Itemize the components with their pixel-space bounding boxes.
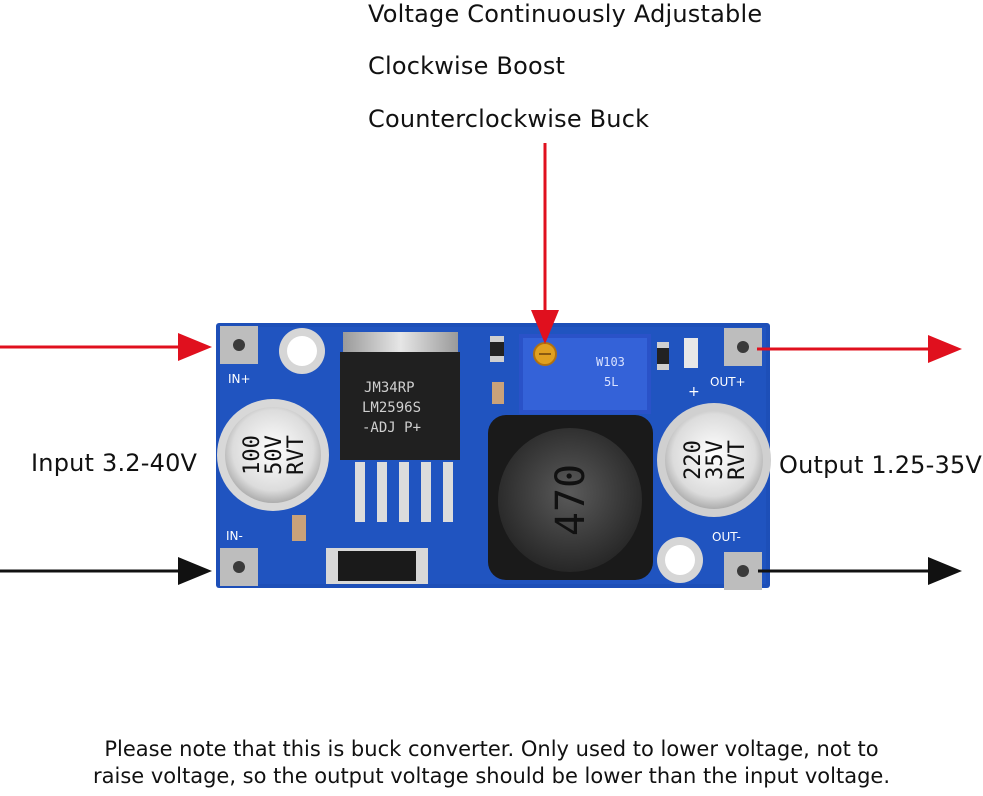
- feature-voltage-adjustable: Voltage Continuously Adjustable: [368, 0, 763, 28]
- output-cap-line-3: RVT: [725, 440, 750, 480]
- trimmer-potentiometer: W103 5L: [519, 334, 651, 414]
- smd-resistor-1: [490, 336, 504, 362]
- note-line-1: Please note that this is buck converter.…: [104, 737, 879, 761]
- buck-converter-note: Please note that this is buck converter.…: [0, 736, 983, 790]
- pad-in-minus: [220, 548, 258, 586]
- input-plus-arrow: [0, 333, 212, 361]
- inductor: 470: [488, 415, 653, 580]
- pad-in-plus: [220, 326, 258, 364]
- input-cap-line-2: 50V: [262, 435, 287, 475]
- regulator-line-3: -ADJ P+: [362, 420, 421, 436]
- smd-cap-2: [292, 515, 306, 541]
- output-minus-arrow: [758, 557, 962, 585]
- silk-out-minus: OUT-: [712, 530, 741, 544]
- silk-in-plus: IN+: [228, 372, 251, 386]
- output-cap-line-2: 35V: [703, 440, 728, 480]
- regulator-line-2: LM2596S: [362, 400, 421, 416]
- input-voltage-label: Input 3.2-40V: [31, 449, 198, 477]
- silk-out-plus: OUT+: [710, 375, 746, 389]
- adjust-pointer-arrow: [531, 143, 559, 344]
- pot-line-1: W103: [596, 355, 625, 369]
- smd-led: [684, 338, 698, 368]
- note-line-2: raise voltage, so the output voltage sho…: [93, 764, 890, 788]
- pad-out-plus: [724, 328, 762, 366]
- smd-cap-1: [492, 382, 504, 404]
- output-plus-arrow: [757, 335, 962, 363]
- feature-counterclockwise-buck: Counterclockwise Buck: [368, 105, 650, 133]
- input-capacitor: 100 50V RVT: [217, 399, 329, 511]
- input-cap-line-1: 100: [240, 435, 265, 475]
- pad-out-minus: [724, 552, 762, 590]
- inductor-label: 470: [548, 464, 594, 536]
- input-minus-arrow: [0, 557, 212, 585]
- output-capacitor: 220 35V RVT: [657, 403, 771, 517]
- regulator-chip: JM34RP LM2596S -ADJ P+: [340, 332, 460, 522]
- pcb-board: IN+ IN- OUT+ OUT- + JM34RP LM2596S -ADJ …: [216, 323, 771, 590]
- silk-plus: +: [688, 384, 700, 400]
- smd-resistor-2: [657, 342, 669, 370]
- output-voltage-label: Output 1.25-35V: [779, 451, 983, 479]
- input-cap-line-3: RVT: [284, 435, 309, 475]
- silk-in-minus: IN-: [226, 529, 243, 543]
- pot-line-2: 5L: [604, 375, 618, 389]
- diode: [326, 548, 428, 584]
- feature-clockwise-boost: Clockwise Boost: [368, 52, 566, 80]
- regulator-line-1: JM34RP: [364, 380, 415, 396]
- output-cap-line-1: 220: [681, 440, 706, 480]
